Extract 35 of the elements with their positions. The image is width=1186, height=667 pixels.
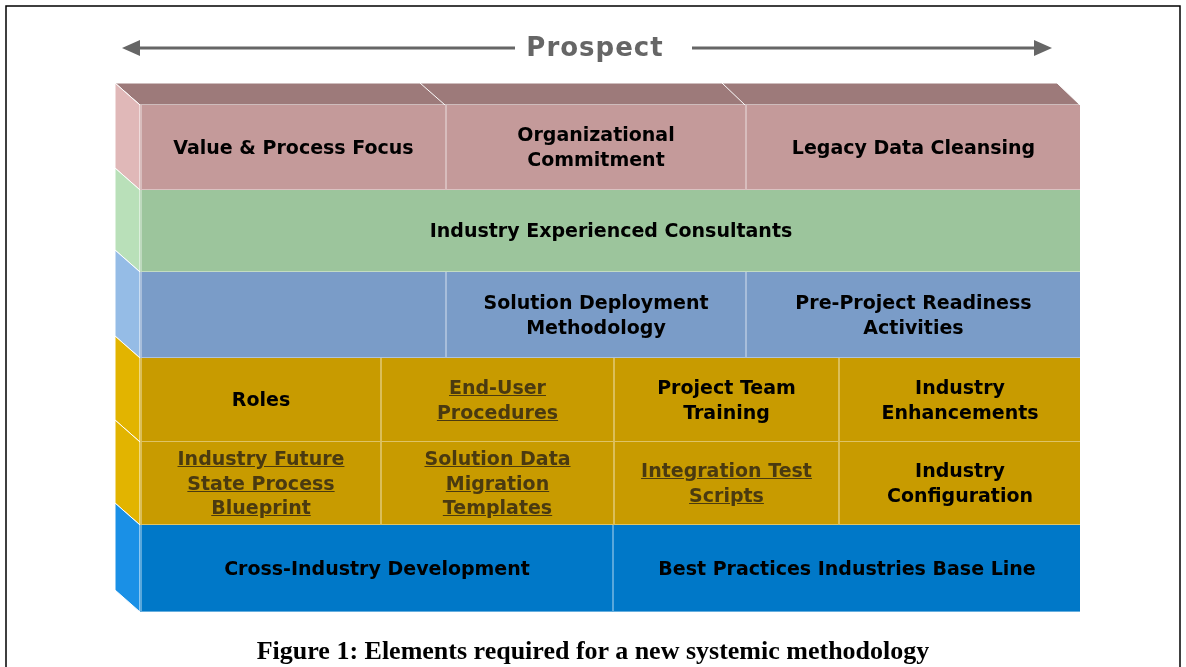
layer-block [140, 442, 380, 525]
layer-block [612, 525, 1080, 612]
layer-block [380, 442, 613, 525]
layer-block [140, 358, 380, 442]
layer-block [613, 358, 838, 442]
block-label: Organizational Commitment [516, 122, 676, 172]
layer-block [445, 105, 745, 190]
block-label: Industry Experienced Consultants [428, 218, 794, 243]
layer-block [613, 442, 838, 525]
block-label: Roles [230, 387, 292, 412]
block-label: Industry Enhancements [880, 374, 1040, 425]
layer-block [140, 272, 445, 358]
block-label: Solution Deployment Methodology [482, 289, 710, 340]
layer-block [838, 358, 1080, 442]
layer-block [838, 442, 1080, 525]
arrow-label: Prospect [525, 32, 665, 62]
layer-block [140, 190, 1080, 272]
layer-block [445, 272, 745, 358]
link-text: Integration Test Scripts [640, 458, 813, 508]
link-text: Industry Future State Process Blueprint [176, 445, 346, 521]
block-label: Pre-Project Readiness Activities [794, 289, 1033, 340]
layer-block [745, 272, 1080, 358]
block-label: Cross-Industry Development [223, 555, 531, 581]
layer-block [140, 525, 612, 612]
layer-block [745, 105, 1080, 190]
link-text: End-User Procedures [435, 374, 560, 425]
block-label: Legacy Data Cleansing [790, 134, 1037, 160]
layer-block [380, 358, 613, 442]
figure-caption: Figure 1: Elements required for a new systemic methodology [255, 636, 931, 666]
layer-block [140, 105, 445, 190]
block-label: Value & Process Focus [172, 134, 415, 160]
link-text: Solution Data Migration Templates [423, 445, 572, 521]
block-label: Best Practices Industries Base Line [657, 555, 1037, 581]
block-label: Industry Configuration [885, 458, 1035, 508]
block-label: Project Team Training [656, 374, 797, 425]
